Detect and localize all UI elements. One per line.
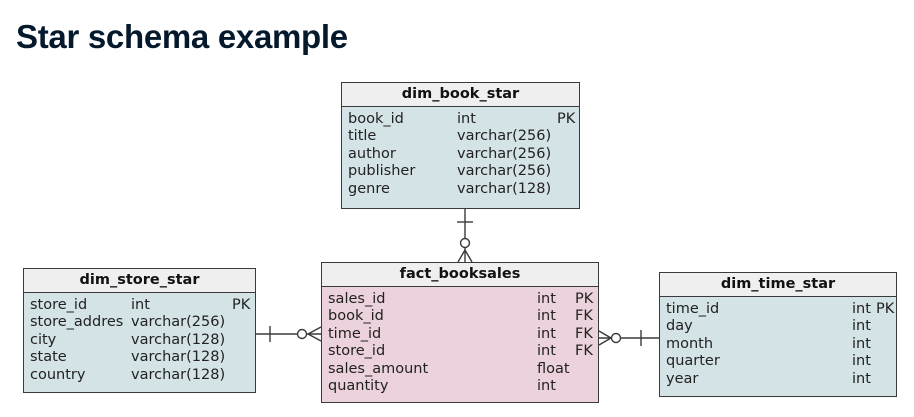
crow-foot-mark <box>598 330 612 339</box>
column-type: int <box>131 297 150 313</box>
table-row: store_id int PK <box>24 297 255 314</box>
column-type: int <box>852 370 871 387</box>
column-type: int <box>852 335 871 352</box>
column-name: city <box>30 331 57 348</box>
table-row: time_id int PK <box>660 301 896 318</box>
zero-circle-mark <box>296 328 308 340</box>
column-name: title <box>348 128 377 145</box>
table-row: day int <box>660 318 896 335</box>
column-type: varchar(128) <box>131 366 226 383</box>
column-type: int <box>537 308 556 325</box>
column-type: float <box>537 360 570 377</box>
column-name: sales_id <box>328 291 386 307</box>
column-name: quarter <box>666 353 720 370</box>
table-row: year int <box>660 371 896 388</box>
column-name: quantity <box>328 377 389 394</box>
column-type: varchar(256) <box>457 145 552 162</box>
entity-rows: time_id int PK day int month int quarter… <box>660 297 896 388</box>
column-key: PK <box>232 297 251 313</box>
crow-foot-mark <box>457 249 466 263</box>
table-row: genre varchar(128) <box>342 181 579 198</box>
column-type: int <box>537 343 556 360</box>
column-name: time_id <box>328 325 382 342</box>
table-row: time_id int FK <box>322 326 598 343</box>
column-key: FK <box>575 325 593 342</box>
entity-fact-booksales: fact_booksales sales_id int PK book_id i… <box>321 262 599 403</box>
column-name: author <box>348 145 396 162</box>
column-name: country <box>30 366 86 383</box>
column-key: PK <box>876 301 895 317</box>
entity-dim-time-star: dim_time_star time_id int PK day int mon… <box>659 272 897 397</box>
column-type: int <box>852 353 871 370</box>
column-key: FK <box>575 308 593 325</box>
table-row: sales_id int PK <box>322 291 598 308</box>
entity-header: dim_store_star <box>24 269 255 293</box>
table-row: sales_amount float <box>322 361 598 378</box>
entity-header: dim_time_star <box>660 273 896 297</box>
column-name: day <box>666 318 693 335</box>
column-type: varchar(128) <box>457 180 552 197</box>
column-key: PK <box>575 291 594 307</box>
table-row: author varchar(256) <box>342 146 579 163</box>
entity-rows: book_id int PK title varchar(256) author… <box>342 107 579 198</box>
entity-header: dim_book_star <box>342 83 579 107</box>
column-name: store_id <box>30 297 88 313</box>
column-type: int <box>537 291 556 307</box>
column-name: year <box>666 370 699 387</box>
table-row: store_addres varchar(256) <box>24 314 255 331</box>
column-name: book_id <box>328 308 384 325</box>
column-name: book_id <box>348 111 404 127</box>
column-name: genre <box>348 180 390 197</box>
column-type: int <box>852 318 871 335</box>
column-name: store_id <box>328 343 386 360</box>
connector-store-fact <box>256 326 322 342</box>
column-type: varchar(128) <box>131 331 226 348</box>
entity-rows: store_id int PK store_addres varchar(256… <box>24 293 255 384</box>
entity-dim-store-star: dim_store_star store_id int PK store_add… <box>23 268 256 393</box>
column-type: varchar(128) <box>131 349 226 366</box>
table-row: quarter int <box>660 353 896 370</box>
column-name: store_addres <box>30 314 124 331</box>
column-type: varchar(256) <box>131 314 226 331</box>
zero-circle-mark <box>610 332 622 344</box>
crow-foot-mark <box>598 337 612 346</box>
table-row: book_id int FK <box>322 308 598 325</box>
table-row: store_id int FK <box>322 343 598 360</box>
table-row: publisher varchar(256) <box>342 163 579 180</box>
column-name: time_id <box>666 301 720 317</box>
column-name: publisher <box>348 163 416 180</box>
entity-header: fact_booksales <box>322 263 598 287</box>
table-row: title varchar(256) <box>342 128 579 145</box>
table-row: quantity int <box>322 378 598 395</box>
zero-circle-mark <box>459 237 471 249</box>
column-key: PK <box>557 111 576 127</box>
column-type: int <box>457 111 476 127</box>
column-type: varchar(256) <box>457 128 552 145</box>
crow-foot-mark <box>307 333 322 342</box>
table-row: city varchar(128) <box>24 332 255 349</box>
column-type: varchar(256) <box>457 163 552 180</box>
column-name: sales_amount <box>328 360 429 377</box>
column-type: int <box>537 377 556 394</box>
entity-dim-book-star: dim_book_star book_id int PK title varch… <box>341 82 580 209</box>
connector-fact-time <box>598 330 659 346</box>
column-name: month <box>666 335 714 352</box>
page-title: Star schema example <box>16 18 348 55</box>
table-row: month int <box>660 336 896 353</box>
connector-book-fact <box>457 209 473 263</box>
entity-rows: sales_id int PK book_id int FK time_id i… <box>322 287 598 395</box>
table-row: book_id int PK <box>342 111 579 128</box>
crow-foot-mark <box>464 249 473 263</box>
table-row: country varchar(128) <box>24 367 255 384</box>
column-key: FK <box>575 343 593 360</box>
column-type: int <box>852 301 871 317</box>
column-name: state <box>30 349 67 366</box>
table-row: state varchar(128) <box>24 349 255 366</box>
column-type: int <box>537 325 556 342</box>
crow-foot-mark <box>307 326 322 335</box>
